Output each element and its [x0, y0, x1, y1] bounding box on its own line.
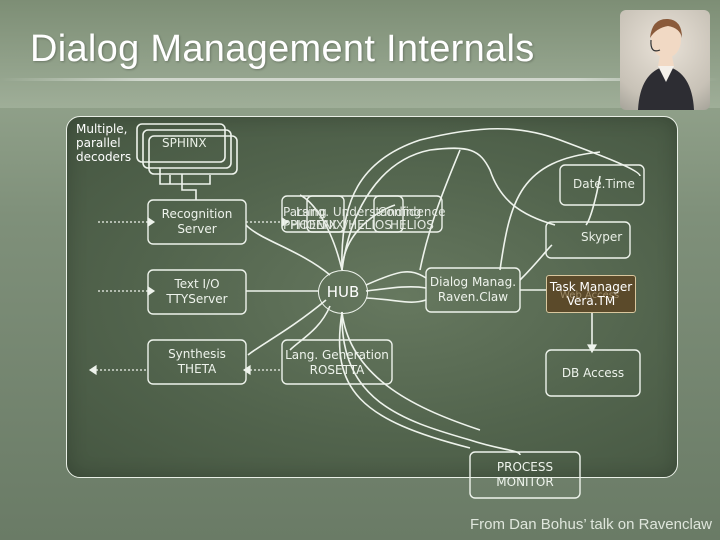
task-label: Task Manager	[549, 280, 633, 294]
title-bar	[0, 0, 720, 108]
synthesis-sublabel: THETA	[177, 362, 217, 376]
task-sublabel: Vera.TM	[566, 294, 616, 308]
synthesis-label: Synthesis	[168, 347, 226, 361]
textio-sublabel: TTYServer	[166, 292, 228, 306]
recognition-label: Recognition	[161, 207, 233, 221]
language-generation: Lang. Generation ROSETTA	[282, 340, 392, 384]
recognition-sublabel: Server	[177, 222, 217, 236]
process-monitor: PROCESS MONITOR	[470, 452, 580, 498]
skyper-service: Skyper	[581, 230, 623, 244]
dialog-label: Dialog Manag.	[429, 275, 517, 289]
generation-label: Lang. Generation	[285, 348, 389, 362]
db-label: DB Access	[561, 365, 625, 380]
synthesis-server: Synthesis THETA	[148, 340, 246, 384]
confidence-sublabel: HELIOS	[390, 218, 434, 232]
decoders-label-line-3: decoders	[76, 150, 132, 164]
understanding-sublabel: PHOENIX/HELIOS	[290, 218, 392, 232]
understanding-label: Lang. Understanding	[296, 205, 422, 219]
slide-title: Dialog Management Internals	[30, 28, 535, 70]
parsing-sublabel: PHOENIX	[283, 218, 338, 232]
generation-sublabel: ROSETTA	[309, 363, 365, 377]
monitor-label: PROCESS	[496, 460, 554, 474]
decoders-label-line-2: parallel	[76, 136, 121, 150]
db-access: DB Access	[546, 350, 640, 396]
monitor-sublabel: MONITOR	[496, 475, 554, 489]
confidence-label: Confidence	[378, 205, 446, 219]
dialog-manager: Dialog Manag. Raven.Claw	[426, 268, 520, 312]
datetime-service: Date.Time	[573, 177, 635, 191]
presenter-avatar	[620, 10, 710, 110]
web-access-ghost-label: Web Access	[560, 290, 620, 301]
textio-label: Text I/O	[174, 277, 220, 291]
dialog-sublabel: Raven.Claw	[437, 290, 509, 304]
parsing-label: Parsing	[283, 205, 327, 219]
hub-node: HUB	[318, 270, 368, 314]
text-io-server: Text I/O TTYServer	[148, 270, 246, 314]
decoders-label: Multiple, parallel decoders	[76, 122, 131, 164]
source-credit: From Dan Bohus’ talk on Ravenclaw	[469, 516, 712, 533]
recognition-server: Recognition Server	[148, 200, 246, 244]
sphinx-decoder: SPHINX	[162, 136, 207, 150]
task-manager: Task Manager Vera.TM	[546, 275, 636, 313]
decoders-label-line-1: Multiple,	[76, 122, 128, 136]
title-divider	[0, 78, 720, 81]
